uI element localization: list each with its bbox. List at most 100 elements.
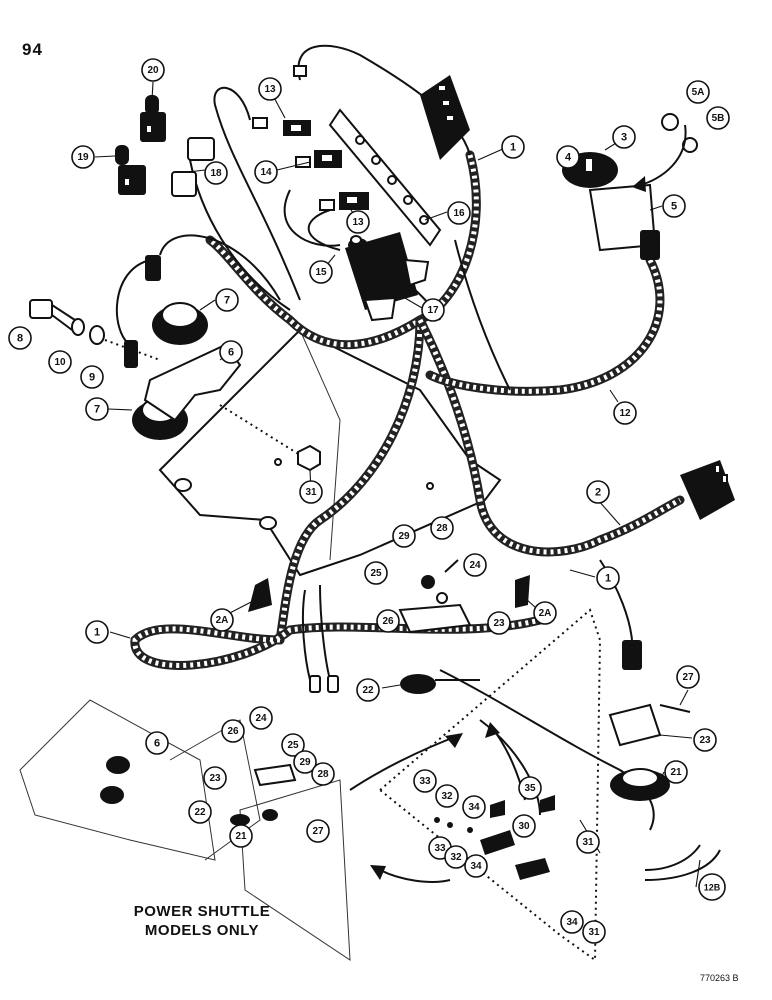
callout-label: 7 bbox=[94, 404, 100, 416]
callout-34c: 34 bbox=[560, 910, 584, 934]
callout-label: 23 bbox=[493, 618, 505, 629]
callout-label: 18 bbox=[210, 168, 222, 179]
callout-14: 14 bbox=[254, 160, 278, 184]
caption-line-1: POWER SHUTTLE bbox=[133, 903, 271, 920]
callout-16: 16 bbox=[447, 201, 471, 225]
bulb-connector bbox=[124, 340, 138, 368]
callout-label: 23 bbox=[699, 735, 711, 746]
callout-label: 1 bbox=[510, 142, 516, 154]
callout-20: 20 bbox=[141, 58, 165, 82]
callout-28a: 28 bbox=[430, 516, 454, 540]
callout-24a: 24 bbox=[463, 553, 487, 577]
page-number: 94 bbox=[22, 40, 43, 59]
harness-clip-2A-right bbox=[515, 575, 530, 608]
callout-12: 12 bbox=[613, 401, 637, 425]
connector-14 bbox=[314, 150, 342, 168]
callout-label: 5 bbox=[671, 201, 677, 213]
callout-5b: 5B bbox=[706, 106, 730, 130]
arrow-head bbox=[445, 733, 463, 748]
callout-label: 29 bbox=[398, 531, 410, 542]
toggle-switch-20 bbox=[140, 95, 166, 142]
instrument-mounting-plate bbox=[158, 328, 502, 577]
drawing-number: 770263 B bbox=[700, 973, 739, 983]
callout-2: 2 bbox=[586, 480, 610, 504]
callout-label: 25 bbox=[287, 740, 299, 751]
jumper-wire-12B bbox=[644, 849, 721, 881]
callout-1b: 1 bbox=[596, 566, 620, 590]
callout-34b: 34 bbox=[464, 854, 488, 878]
callout-1a: 1 bbox=[501, 135, 525, 159]
callout-4: 4 bbox=[556, 145, 580, 169]
callout-5a: 5A bbox=[686, 80, 710, 104]
fuse-block-16 bbox=[328, 108, 442, 247]
callout-label: 1 bbox=[94, 627, 100, 639]
callout-26a: 26 bbox=[376, 609, 400, 633]
callout-label: 13 bbox=[352, 217, 364, 228]
curved-arrow bbox=[349, 734, 461, 791]
switch-bracket-23-right bbox=[608, 703, 662, 747]
plate-hole bbox=[426, 482, 434, 490]
callout-label: 16 bbox=[453, 208, 465, 219]
washer-34 bbox=[467, 827, 473, 833]
callout-31c: 31 bbox=[582, 920, 606, 944]
callout-34a: 34 bbox=[462, 795, 486, 819]
callout-label: 26 bbox=[382, 616, 394, 627]
ignition-switch-5 bbox=[562, 152, 660, 260]
callout-label: 34 bbox=[468, 802, 480, 813]
plate-tab-hole bbox=[174, 478, 192, 492]
callout-24b: 24 bbox=[249, 706, 273, 730]
power-shuttle-panel bbox=[378, 608, 602, 962]
switch-21 bbox=[610, 768, 670, 801]
screw-24 bbox=[444, 559, 459, 573]
screw-8 bbox=[29, 299, 79, 331]
wire-terminal bbox=[309, 675, 321, 693]
callout-label: 1 bbox=[605, 573, 611, 585]
relay bbox=[680, 460, 735, 520]
callout-label: 6 bbox=[154, 738, 160, 750]
nut-29 bbox=[421, 575, 435, 589]
connector-13-lower bbox=[339, 192, 369, 210]
callout-17: 17 bbox=[421, 298, 445, 322]
harness-clip-2A-left bbox=[248, 578, 272, 612]
callout-label: 25 bbox=[370, 568, 382, 579]
wire-terminal bbox=[327, 675, 339, 693]
callout-32b: 32 bbox=[444, 845, 468, 869]
assembly-line bbox=[104, 339, 161, 361]
callout-9: 9 bbox=[80, 365, 104, 389]
callout-18: 18 bbox=[204, 161, 228, 185]
wire bbox=[189, 159, 291, 311]
callout-1c: 1 bbox=[85, 620, 109, 644]
bulb-connector bbox=[145, 255, 161, 281]
callout-7a: 7 bbox=[215, 288, 239, 312]
switch-22 bbox=[400, 674, 480, 694]
callout-label: 14 bbox=[260, 167, 272, 178]
callout-29b: 29 bbox=[293, 750, 317, 774]
callout-label: 34 bbox=[470, 861, 482, 872]
screw-27 bbox=[659, 704, 691, 713]
callout-5: 5 bbox=[662, 194, 686, 218]
callout-label: 26 bbox=[227, 726, 239, 737]
shuttle-brackets-30 bbox=[480, 830, 550, 880]
callout-label: 33 bbox=[434, 843, 446, 854]
wire bbox=[213, 86, 301, 301]
jumper-wire-12B bbox=[644, 844, 701, 871]
callout-25a: 25 bbox=[364, 561, 388, 585]
callout-30: 30 bbox=[512, 814, 536, 838]
wire bbox=[307, 209, 341, 251]
callout-label: 20 bbox=[147, 65, 159, 76]
callout-label: 33 bbox=[419, 776, 431, 787]
callout-31a: 31 bbox=[299, 480, 323, 504]
callout-label: 35 bbox=[524, 783, 536, 794]
callout-13b: 13 bbox=[346, 210, 370, 234]
callout-33a: 33 bbox=[413, 769, 437, 793]
clips-35 bbox=[490, 795, 555, 818]
arrow-to-ignition bbox=[639, 124, 687, 186]
washer-32 bbox=[447, 822, 453, 828]
callout-label: 13 bbox=[264, 84, 276, 95]
inset-panel-sketch bbox=[19, 699, 351, 961]
arrow-head bbox=[370, 865, 386, 880]
arrow-head bbox=[632, 176, 646, 192]
callout-23a: 23 bbox=[487, 611, 511, 635]
callout-label: 12B bbox=[704, 883, 721, 893]
callout-label: 8 bbox=[17, 333, 23, 345]
